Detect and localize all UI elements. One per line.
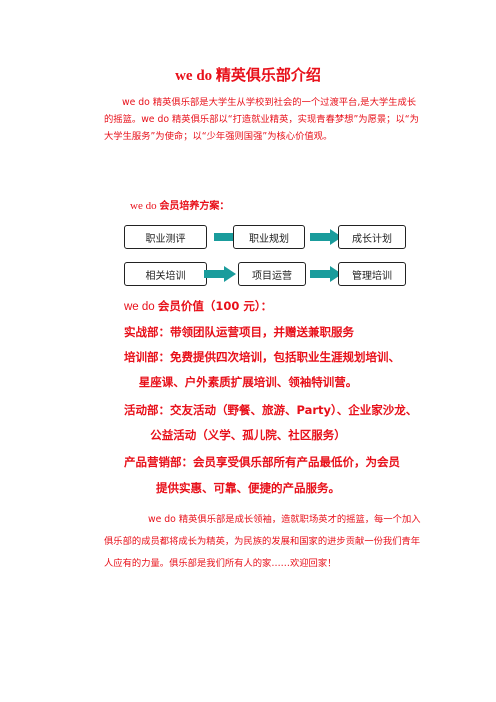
value-title-en: we do [124,301,158,313]
plan-heading-zh: 会员培养方案： [159,201,230,212]
dept-marketing: 产品营销部：会员享受俱乐部所有产品最低价，为会员 [124,455,400,469]
dept-activity: 活动部：交友活动（野餐、旅游、Party）、企业家沙龙、 [124,403,418,417]
dept-activity-cont: 公益活动（义学、孤儿院、社区服务） [150,428,346,442]
member-value-title: we do 会员价值（100 元）： [124,298,272,314]
flow-box-related-training: 相关培训 [124,262,207,286]
intro-paragraph: we do 精英俱乐部是大学生从学校到社会的一个过渡平台,是大学生成长的摇篮。w… [104,97,419,142]
plan-heading: we do 会员培养方案： [130,197,229,212]
flow-box-career-assessment: 职业测评 [124,225,207,249]
flow-box-project-operation: 项目运营 [238,262,306,286]
arrow-right-icon [310,229,342,245]
dept-practice: 实战部：带领团队运营项目，并赠送兼职服务 [124,325,354,339]
dept-training: 培训部：免费提供四次培训，包括职业生涯规划培训、 [124,350,400,364]
closing-paragraph: we do 精英俱乐部是成长领袖，造就职场英才的摇篮，每一个加入俱乐部的成员都将… [104,514,421,569]
arrow-right-icon [204,266,236,282]
flow-box-management-training: 管理培训 [338,262,406,286]
page-title: we do 精英俱乐部介绍 [175,68,321,84]
dept-training-cont: 星座课、户外素质扩展培训、领袖特训营。 [138,375,358,389]
plan-heading-en: we do [130,200,160,212]
dept-marketing-cont: 提供实惠、可靠、便捷的产品服务。 [156,481,340,495]
flow-box-growth-plan: 成长计划 [338,225,406,249]
value-title-zh: 会员价值（100 元）： [157,299,273,313]
arrow-right-icon [310,266,342,282]
flow-box-career-planning: 职业规划 [233,225,305,249]
